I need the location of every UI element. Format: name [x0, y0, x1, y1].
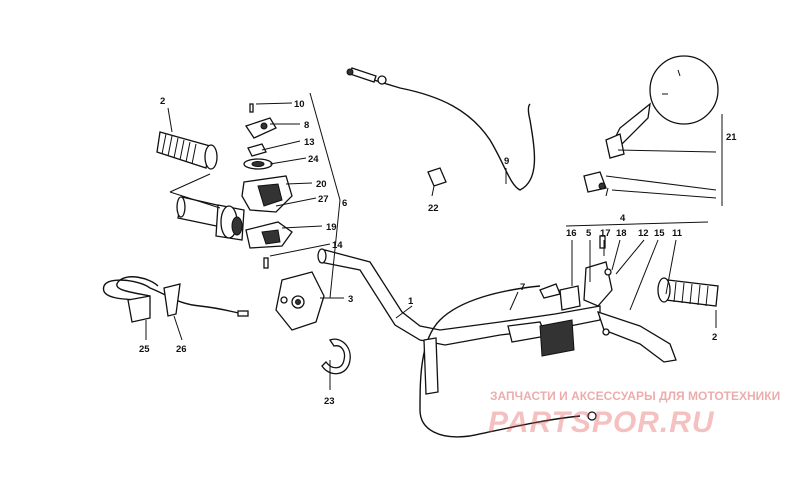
label-2-left: 2 — [160, 96, 165, 107]
label-16: 16 — [566, 228, 577, 239]
label-1: 1 — [408, 296, 414, 307]
watermark-brand: PARTSPOR.RU — [488, 406, 715, 439]
switch-housing — [275, 271, 325, 331]
clutch-cable — [419, 283, 597, 438]
label-23: 23 — [324, 396, 335, 407]
throttle-cable — [346, 67, 536, 191]
leader-lines — [145, 92, 723, 390]
label-19: 19 — [326, 222, 337, 233]
label-21: 21 — [726, 132, 737, 143]
label-27: 27 — [318, 194, 329, 205]
label-11: 11 — [672, 228, 683, 239]
right-grip — [657, 277, 719, 307]
left-grip — [156, 131, 218, 170]
label-24: 24 — [308, 154, 319, 165]
label-2-right: 2 — [712, 332, 717, 343]
label-5: 5 — [586, 228, 592, 239]
label-26: 26 — [176, 344, 187, 355]
label-6: 6 — [342, 198, 347, 209]
label-25: 25 — [139, 344, 150, 355]
mirror — [583, 55, 719, 193]
part-labels: 2 10 8 13 24 20 27 6 19 14 3 25 26 23 1 … — [139, 96, 737, 407]
throttle-tube — [176, 196, 245, 241]
label-3: 3 — [348, 294, 353, 305]
cable-guide — [427, 167, 447, 187]
clutch-lever-assembly — [507, 235, 677, 363]
label-12: 12 — [638, 228, 649, 239]
label-14: 14 — [332, 240, 343, 251]
label-20: 20 — [316, 179, 327, 190]
wiring-harness — [102, 276, 249, 323]
label-18: 18 — [616, 228, 627, 239]
label-9: 9 — [504, 156, 509, 167]
watermark-tagline: ЗАПЧАСТИ И АКСЕССУАРЫ ДЛЯ МОТОТЕХНИКИ — [490, 389, 780, 403]
label-4: 4 — [620, 213, 626, 224]
label-17: 17 — [600, 228, 611, 239]
label-8: 8 — [304, 120, 309, 131]
label-22: 22 — [428, 203, 439, 214]
label-13: 13 — [304, 137, 315, 148]
throttle-housing-parts — [241, 103, 293, 269]
label-10: 10 — [294, 99, 305, 110]
watermark: ЗАПЧАСТИ И АКСЕССУАРЫ ДЛЯ МОТОТЕХНИКИ PA… — [488, 389, 780, 439]
retaining-clip — [321, 338, 351, 375]
label-7: 7 — [520, 282, 525, 293]
label-15: 15 — [654, 228, 665, 239]
handlebar — [317, 248, 601, 346]
